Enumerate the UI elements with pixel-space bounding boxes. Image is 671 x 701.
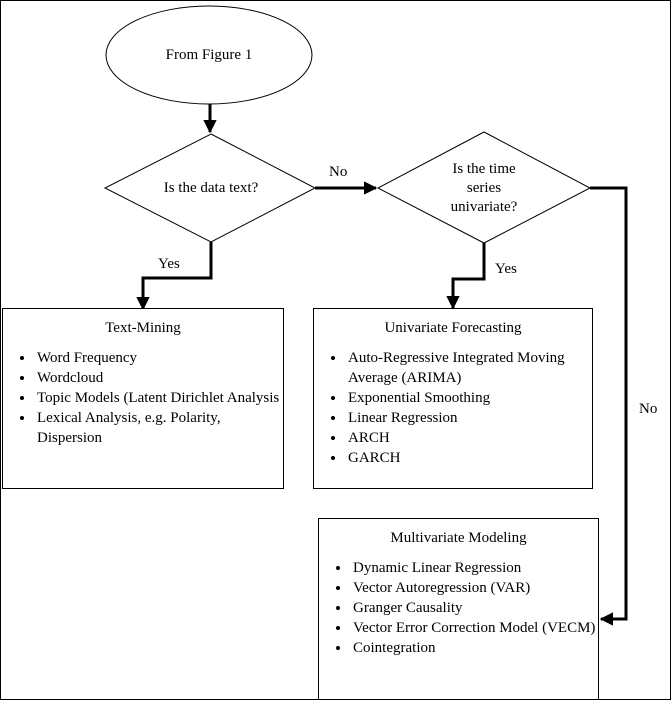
decision-univariate-line: series [466, 179, 502, 196]
list-item: ARCH [346, 428, 592, 448]
univariate-forecasting-title: Univariate Forecasting [384, 320, 522, 336]
arrow-univariate-yes [446, 243, 486, 310]
list-item: Auto-Regressive Integrated Moving Averag… [346, 348, 592, 388]
list-item: GARCH [346, 448, 592, 468]
arrow-text-yes [136, 242, 213, 311]
univariate-forecasting-box: Univariate Forecasting Auto-Regressive I… [313, 308, 593, 489]
list-item: Lexical Analysis, e.g. Polarity, Dispers… [35, 408, 283, 448]
decision-text-label: Is the data text? [163, 179, 259, 196]
list-item: Word Frequency [35, 348, 283, 368]
univariate-forecasting-list: Auto-Regressive Integrated Moving Averag… [314, 348, 592, 468]
list-item: Dynamic Linear Regression [351, 558, 598, 578]
edge-label-text-yes: Yes [158, 256, 180, 272]
multivariate-modeling-title: Multivariate Modeling [390, 530, 527, 546]
multivariate-modeling-box: Multivariate Modeling Dynamic Linear Reg… [318, 518, 599, 700]
multivariate-modeling-list: Dynamic Linear Regression Vector Autoreg… [319, 558, 598, 658]
text-mining-title: Text-Mining [105, 320, 181, 336]
edge-label-univariate-yes: Yes [495, 261, 517, 277]
edge-label-univariate-no: No [639, 401, 658, 417]
list-item: Vector Autoregression (VAR) [351, 578, 598, 598]
decision-univariate-line: Is the time [452, 160, 516, 177]
text-mining-list: Word Frequency Wordcloud Topic Models (L… [3, 348, 283, 448]
decision-univariate-label: Is the time series univariate? [421, 158, 547, 218]
list-item: Linear Regression [346, 408, 592, 428]
start-node-label: From Figure 1 [165, 46, 253, 63]
list-item: Vector Error Correction Model (VECM) [351, 618, 598, 638]
text-mining-box: Text-Mining Word Frequency Wordcloud Top… [2, 308, 284, 489]
arrow-univariate-no [590, 186, 628, 626]
edge-label-text-no: No [329, 164, 348, 180]
list-item: Topic Models (Latent Dirichlet Analysis [35, 388, 283, 408]
decision-univariate-line: univariate? [450, 198, 518, 215]
list-item: Cointegration [351, 638, 598, 658]
list-item: Exponential Smoothing [346, 388, 592, 408]
list-item: Wordcloud [35, 368, 283, 388]
list-item: Granger Causality [351, 598, 598, 618]
